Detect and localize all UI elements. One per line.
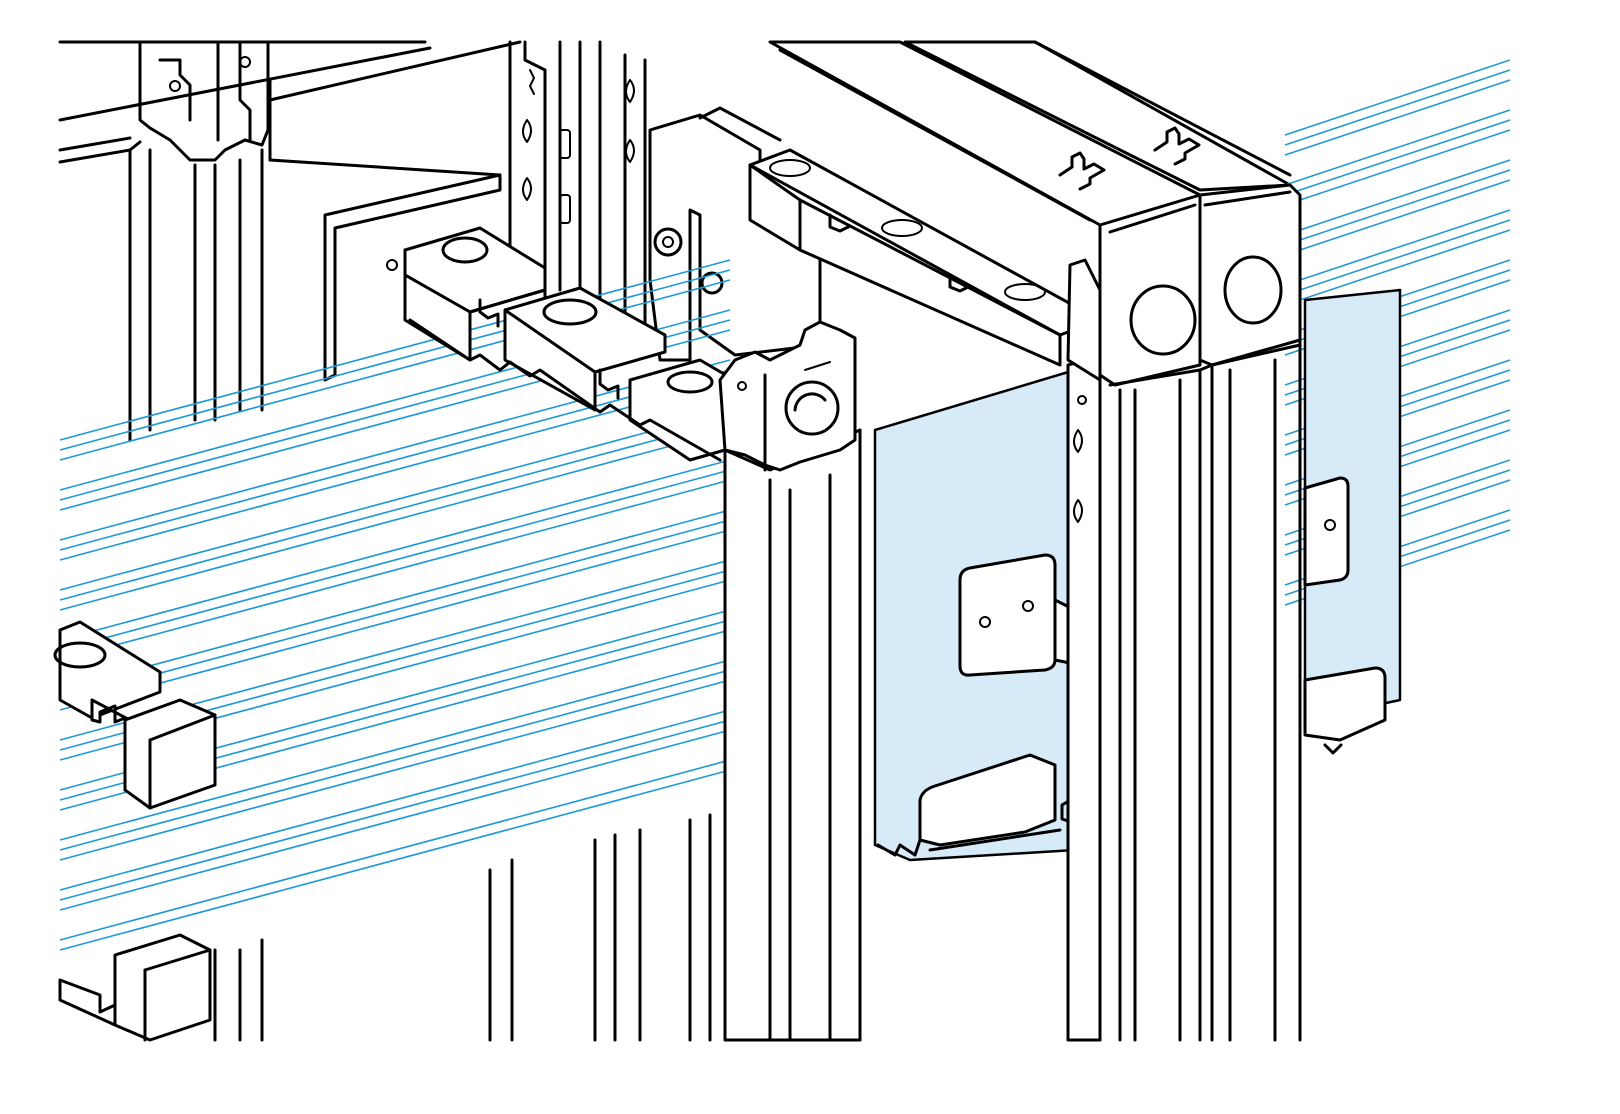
rear-frame-left [58,40,522,1042]
busbar-line [59,669,731,851]
busbar-line [1284,229,1511,306]
busbar-line [1284,179,1511,256]
busbar-line [59,759,731,941]
busbar-line [59,509,731,691]
busbar-line [1284,69,1511,146]
busbar-line [59,469,731,651]
rear-mounting-plate [323,173,502,382]
busbar-line [59,709,731,891]
busbar-line [59,259,731,441]
busbar-set-main [59,259,731,951]
busbar-line [59,529,731,711]
busbar-line [59,369,731,551]
busbar-line [59,519,731,701]
busbar-line [59,769,731,951]
busbar-line [59,269,731,451]
busbar-line [59,719,731,901]
busbar-line [1284,159,1511,236]
busbar-line [59,729,731,911]
busbar-line [59,479,731,661]
busbar-support-intermediate [648,106,822,362]
busbar-line [1284,219,1511,296]
frame-upright [488,320,862,1042]
busbar-line [59,279,731,461]
frame-upright-right [1066,183,1302,1042]
busbar-line [59,679,731,861]
frame-upright-rear [508,40,647,332]
busbar-line [1284,109,1511,186]
busbar-line [59,659,731,841]
busbar-line [59,419,731,601]
busbar-line [59,409,731,591]
busbar-line [1284,129,1511,206]
busbar-line [1284,169,1511,246]
busbar-line [1284,209,1511,286]
fixing-bracket [876,476,1387,857]
busbar-line [59,459,731,641]
busbar-line [1284,59,1511,136]
busbar-support [53,226,762,1042]
busbar-line [1284,119,1511,196]
busbar-line [1284,79,1511,156]
busbar-line [59,429,731,611]
